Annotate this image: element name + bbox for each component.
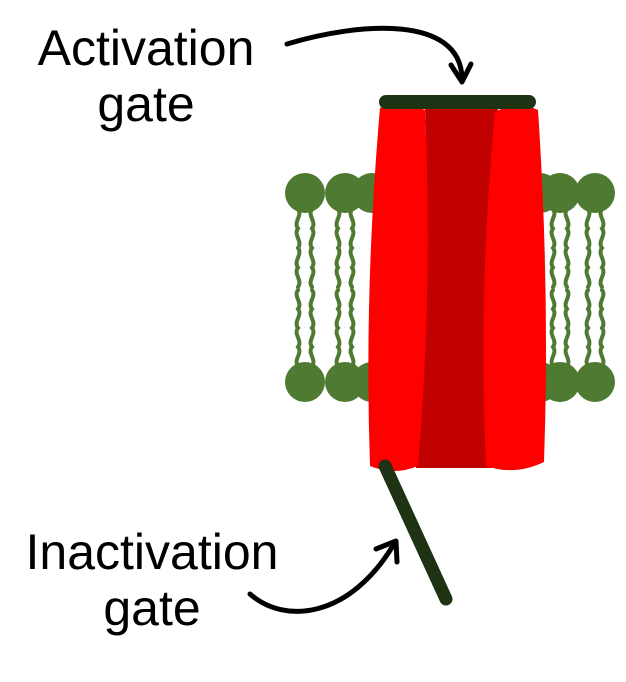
inactivation-label-line1: Inactivation [25, 524, 279, 580]
inactivation-gate [378, 459, 453, 606]
lipid-tail [334, 207, 342, 289]
channel-subunit-left [368, 104, 428, 471]
lipid-head-lower [575, 362, 615, 402]
channel-subunit-right [483, 105, 546, 471]
channel-pore [416, 108, 498, 468]
activation-label-line1: Activation [37, 20, 255, 76]
lipid-tail [308, 207, 316, 289]
lipid-tail [348, 288, 356, 368]
lipid-bilayer [285, 173, 615, 402]
lipid-head-upper [285, 173, 325, 213]
arrows-group [247, 25, 474, 614]
lipid-head-upper [575, 173, 615, 213]
inactivation-arrow-shaft [247, 541, 397, 614]
lipid-tail [563, 288, 571, 368]
inactivation-gate-label: Inactivation gate [8, 524, 296, 636]
lipid-tail [308, 288, 316, 368]
lipid-tail [549, 207, 557, 289]
inactivation-arrow-head [373, 538, 400, 565]
lipid-tail [563, 207, 571, 289]
activation-arrow-shaft [284, 25, 465, 81]
activation-label-line2: gate [97, 76, 195, 132]
inactivation-label-line2: gate [103, 580, 201, 636]
lipid-tail [294, 288, 302, 368]
lipid-tail [584, 288, 592, 368]
activation-gate-label: Activation gate [22, 20, 270, 132]
activation-arrow-head [448, 61, 474, 85]
lipid-tail [294, 207, 302, 289]
lipid-tail [348, 207, 356, 289]
gates-group [378, 95, 536, 606]
lipid-tail [549, 288, 557, 368]
lipid-tail [598, 207, 606, 289]
lipid-tail [334, 288, 342, 368]
lipid-tail [598, 288, 606, 368]
lipid-tail [584, 207, 592, 289]
lipid-head-lower [285, 362, 325, 402]
ion-channel [368, 104, 546, 471]
